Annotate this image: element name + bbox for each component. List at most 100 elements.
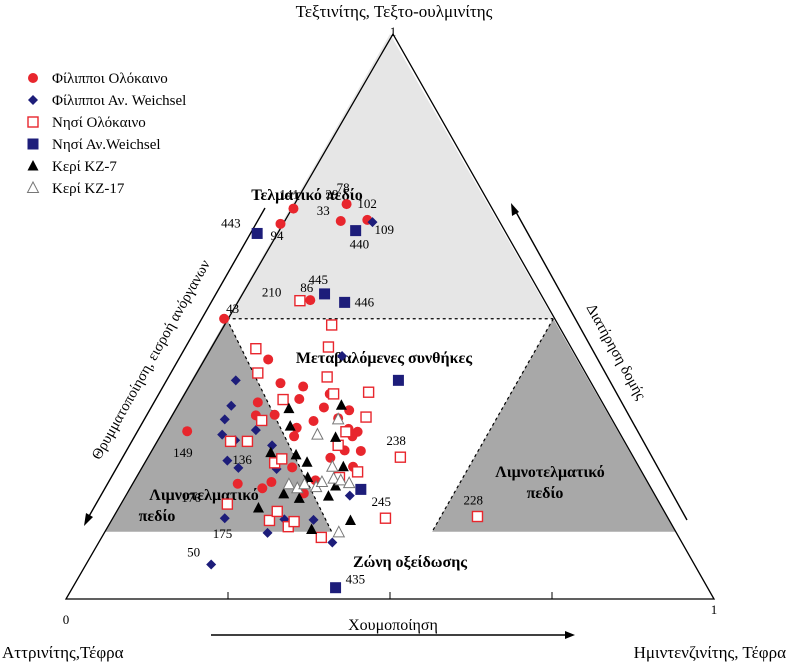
left-arrow	[84, 207, 266, 526]
data-point	[289, 431, 300, 442]
legend-label: Νησί Αν.Weichsel	[52, 137, 161, 153]
legend-item: Νησί Αν.Weichsel	[27, 137, 161, 153]
data-point	[257, 483, 268, 494]
bottom-arrow	[211, 631, 575, 639]
vertex-value-bottom-left: 0	[63, 612, 70, 627]
base-ticks	[227, 592, 553, 599]
vertex-label-bottom-right: Ημιντενζινίτης, Τέφρα	[634, 643, 786, 662]
data-point	[308, 514, 319, 525]
legend-item: Νησί Ολόκαινο	[27, 115, 146, 131]
boundary-right	[431, 318, 554, 533]
legend-item: Κερί ΚΖ-17	[26, 180, 125, 197]
legend-marker	[26, 180, 40, 193]
data-point	[319, 288, 331, 300]
data-point	[182, 426, 193, 437]
data-point	[263, 514, 276, 527]
data-point	[226, 400, 237, 411]
data-point	[230, 375, 241, 386]
legend-marker	[28, 73, 38, 83]
data-point	[288, 203, 299, 214]
data-point	[331, 412, 345, 425]
data-point	[344, 514, 356, 525]
data-point	[252, 397, 263, 408]
vertex-value-bottom-right: 1	[711, 602, 718, 617]
data-point	[325, 452, 336, 463]
data-point	[288, 515, 300, 528]
data-point	[311, 427, 324, 440]
legend-label: Φίλιπποι Ολόκαινο	[52, 71, 168, 87]
data-point	[315, 531, 328, 544]
data-point-label: 109	[375, 222, 395, 237]
data-point	[275, 378, 286, 389]
data-point-label: 136	[232, 452, 252, 467]
data-point	[224, 435, 237, 448]
data-point	[325, 319, 338, 331]
series-1	[182, 199, 373, 499]
data-point-label: 50	[187, 545, 200, 560]
data-point-label: 238	[386, 433, 406, 448]
vertex-label-top: Τεξτινίτης, Τεξτο-ουλμινίτης	[296, 2, 493, 21]
data-point-label: 176	[181, 490, 201, 505]
data-point	[352, 426, 363, 437]
data-point	[250, 425, 261, 436]
data-point	[294, 393, 305, 404]
data-point	[337, 351, 348, 362]
data-point-label: 435	[346, 572, 366, 587]
legend-item: Φίλιπποι Αν. Weichsel	[28, 93, 186, 109]
data-point	[308, 416, 319, 427]
legend-label: Κερί ΚΖ-17	[52, 181, 125, 197]
data-point	[217, 429, 228, 440]
vertex-value-top: 1	[390, 24, 397, 39]
right-arrow	[511, 203, 688, 521]
data-point-label: 228	[463, 493, 483, 508]
legend-marker	[27, 160, 39, 171]
zone-fill-telmatic	[226, 34, 554, 319]
data-point	[367, 217, 378, 228]
data-point	[330, 431, 342, 442]
data-point	[252, 367, 264, 379]
data-point-label: 94	[270, 228, 284, 243]
data-point	[327, 537, 338, 548]
series-6	[282, 412, 356, 538]
data-point	[360, 411, 372, 423]
data-point	[355, 445, 366, 456]
data-point	[322, 341, 335, 353]
data-point	[339, 296, 351, 308]
data-point	[301, 456, 313, 467]
data-point	[233, 462, 244, 473]
data-point	[322, 490, 334, 501]
data-point-label: 443	[221, 215, 241, 230]
data-point	[263, 354, 274, 365]
zone-label-limno-right-2: πεδίο	[527, 485, 564, 502]
data-point	[221, 498, 234, 510]
data-point	[269, 409, 280, 420]
data-point	[306, 523, 318, 535]
zone-fill-limno-right	[432, 318, 676, 532]
data-point	[298, 477, 311, 490]
data-point	[222, 455, 233, 466]
data-point-label: 149	[173, 445, 193, 460]
data-point	[294, 294, 306, 307]
data-point	[250, 343, 262, 355]
legend-label: Νησί Ολόκαινο	[52, 115, 146, 131]
legend-item: Κερί ΚΖ-7	[27, 159, 117, 175]
data-point-label: 141	[279, 187, 299, 202]
data-point	[335, 399, 347, 410]
data-point	[351, 466, 364, 478]
data-point	[284, 420, 296, 431]
data-point	[219, 414, 230, 425]
data-point	[219, 513, 230, 524]
zone-label-limno-left-2: πεδίο	[139, 508, 176, 525]
data-point	[266, 477, 277, 488]
bottom-arrow-label: Χουμοποίηση	[348, 617, 438, 634]
legend-marker	[28, 95, 38, 105]
data-point	[315, 474, 329, 488]
data-point	[350, 225, 362, 237]
data-point	[344, 490, 355, 501]
data-point	[219, 313, 230, 324]
data-points	[182, 199, 484, 594]
data-point-label: 33	[317, 203, 330, 218]
data-point	[379, 512, 392, 524]
data-point	[276, 453, 288, 465]
